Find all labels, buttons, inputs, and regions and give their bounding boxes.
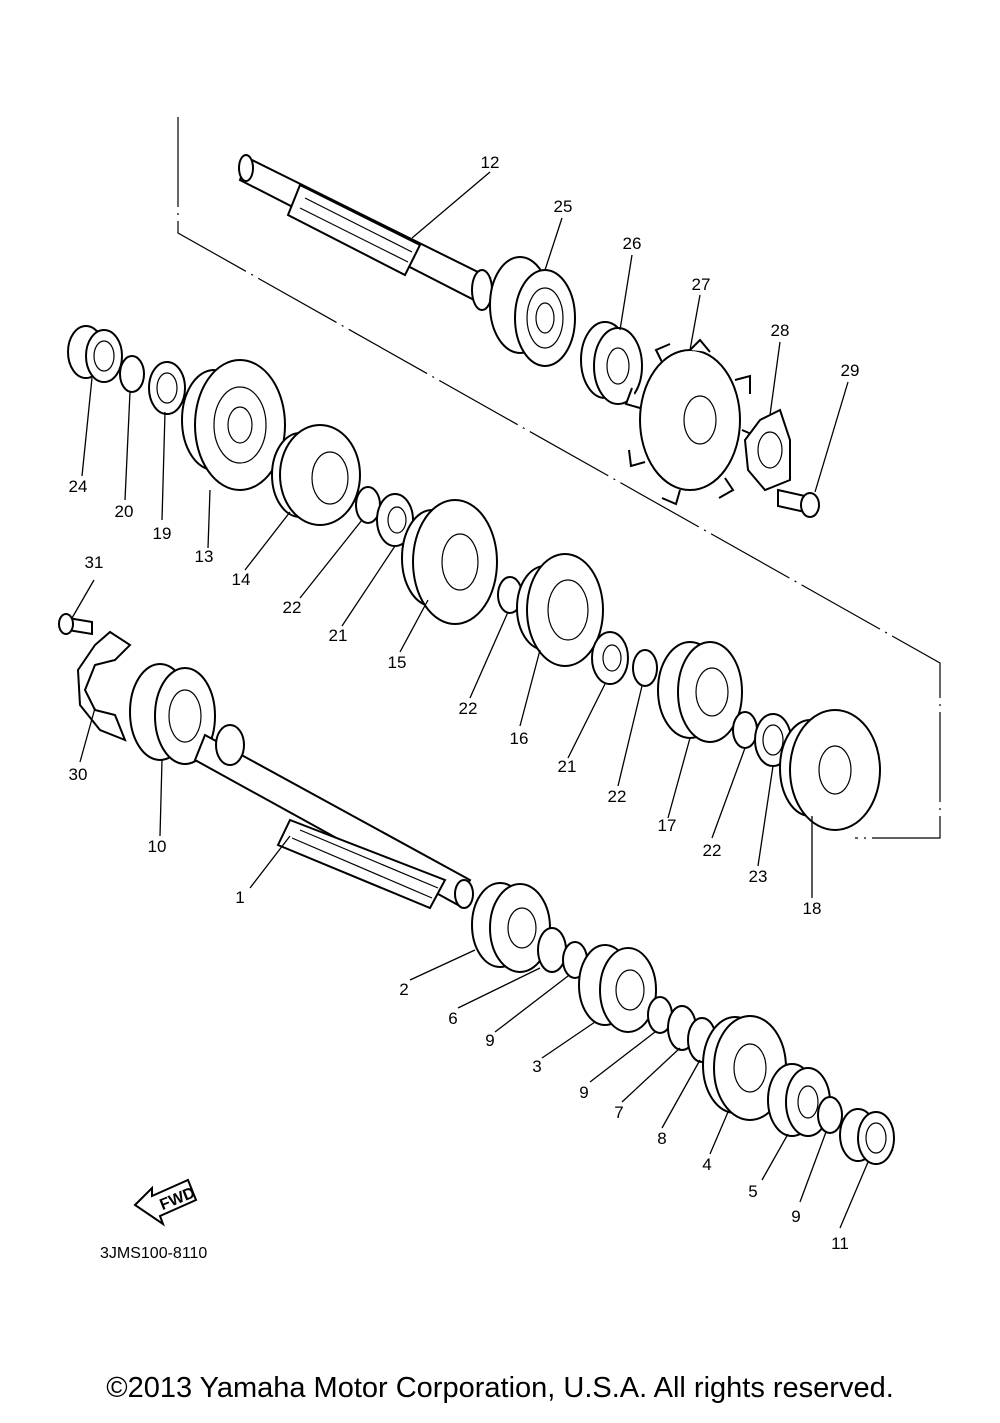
gear-2[interactable]: [471, 882, 551, 973]
washer-21-lower[interactable]: [591, 631, 629, 685]
callout-23: 23: [749, 867, 768, 886]
callout-10: 10: [148, 837, 167, 856]
callout-22-d: 22: [703, 841, 722, 860]
callout-3: 3: [532, 1057, 541, 1076]
bearing-stopper-30[interactable]: [76, 630, 132, 742]
callout-21-a: 21: [329, 626, 348, 645]
gear-13[interactable]: [181, 359, 286, 491]
callout-1: 1: [235, 888, 244, 907]
bolt-29[interactable]: [777, 488, 820, 518]
callout-9-a: 9: [485, 1031, 494, 1050]
callout-labels: 12 25 26 27 28 29 24 20 19 13 14 22 21 1…: [69, 153, 860, 1253]
callout-25: 25: [554, 197, 573, 216]
copyright-notice: ©2013 Yamaha Motor Corporation, U.S.A. A…: [106, 1372, 894, 1404]
callout-11: 11: [831, 1234, 849, 1253]
callout-24: 24: [69, 477, 88, 496]
callout-14: 14: [232, 570, 251, 589]
callout-9-c: 9: [791, 1207, 800, 1226]
callout-13: 13: [195, 547, 214, 566]
callout-30: 30: [69, 765, 88, 784]
callout-29: 29: [841, 361, 860, 380]
circlip-22-fourth[interactable]: [732, 711, 758, 749]
circlip-9-lower[interactable]: [817, 1096, 843, 1134]
callout-12: 12: [481, 153, 500, 172]
callout-4: 4: [702, 1155, 711, 1174]
callout-9-b: 9: [579, 1083, 588, 1102]
bearing-11[interactable]: [839, 1108, 895, 1165]
callout-28: 28: [771, 321, 790, 340]
callout-16: 16: [510, 729, 529, 748]
gear-18[interactable]: [779, 709, 881, 831]
bearing-10[interactable]: [129, 663, 216, 765]
fwd-arrow-icon: FWD: [133, 1178, 198, 1227]
callout-22-b: 22: [459, 699, 478, 718]
callout-20: 20: [115, 502, 134, 521]
callout-2: 2: [399, 980, 408, 999]
gear-17[interactable]: [657, 641, 743, 743]
circlip-20[interactable]: [119, 355, 145, 393]
leader-lines: [71, 171, 869, 1229]
main-axle-shaft[interactable]: [238, 154, 493, 311]
lock-washer-28[interactable]: [743, 408, 791, 492]
callout-7: 7: [614, 1103, 623, 1122]
gear-14[interactable]: [271, 424, 361, 526]
gear-16[interactable]: [516, 553, 604, 667]
callout-26: 26: [623, 234, 642, 253]
callout-31: 31: [85, 553, 104, 572]
circlip-22-third[interactable]: [632, 649, 658, 687]
callout-17: 17: [658, 816, 677, 835]
bearing-24[interactable]: [67, 325, 123, 383]
callout-27: 27: [692, 275, 711, 294]
main-axle-group-boundary: [177, 117, 941, 839]
drive-sprocket-27[interactable]: [624, 338, 758, 506]
oil-seal-26[interactable]: [580, 321, 643, 405]
callout-15: 15: [388, 653, 407, 672]
callout-22-c: 22: [608, 787, 627, 806]
washer-19[interactable]: [148, 361, 186, 415]
gear-3[interactable]: [578, 944, 657, 1033]
callout-6: 6: [448, 1009, 457, 1028]
drive-axle-shaft[interactable]: [193, 724, 474, 910]
callout-22-a: 22: [283, 598, 302, 617]
callout-8: 8: [657, 1129, 666, 1148]
bearing-25[interactable]: [489, 256, 576, 367]
callout-21-b: 21: [558, 757, 577, 776]
callout-5: 5: [748, 1182, 757, 1201]
callout-18: 18: [803, 899, 822, 918]
screw-31[interactable]: [58, 613, 93, 636]
callout-19: 19: [153, 524, 172, 543]
diagram-code: 3JMS100-8110: [100, 1245, 207, 1262]
collar-6[interactable]: [537, 927, 567, 973]
gear-15[interactable]: [401, 499, 498, 625]
